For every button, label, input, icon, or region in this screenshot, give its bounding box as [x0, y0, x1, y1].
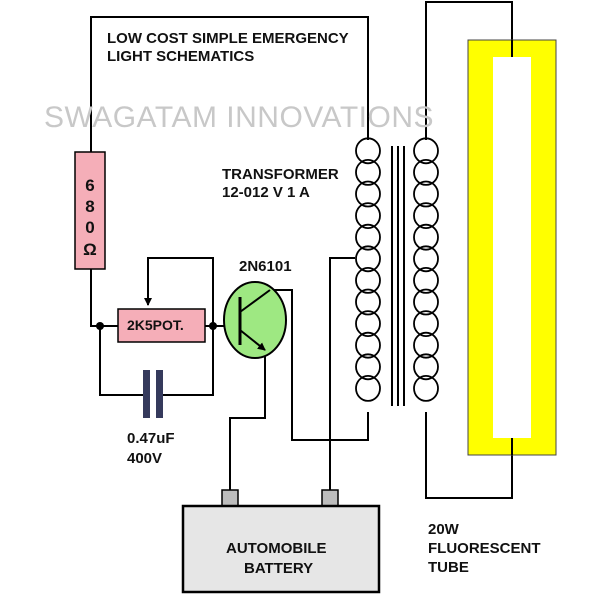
secondary-coil-loop [413, 137, 439, 165]
secondary-coil-loop [413, 180, 439, 208]
secondary-coil-loop [413, 353, 439, 381]
secondary-coil-loop [413, 310, 439, 338]
capacitor-plate-left [143, 370, 150, 418]
wire-secondary-to-tube-top [425, 1, 513, 140]
resistor-body [74, 151, 106, 270]
secondary-coil-loop [413, 331, 439, 359]
wire-pot-wiper [144, 257, 214, 326]
primary-coil-loop [355, 374, 381, 402]
primary-coil-loop [355, 331, 381, 359]
secondary-coil-loop [413, 202, 439, 230]
junction-dot-left [96, 322, 104, 330]
primary-coil-loop [355, 245, 381, 273]
junction-dot-right [209, 322, 217, 330]
secondary-coil-loop [413, 374, 439, 402]
transformer-label-line-1: TRANSFORMER [222, 166, 339, 183]
transformer-primary-coil [355, 137, 381, 402]
battery-label-line-1: AUTOMOBILE [226, 540, 327, 557]
resistor-digit-1: 6 [85, 176, 95, 195]
transistor-symbol [223, 281, 287, 359]
wire-resistor-to-transformer-top [90, 16, 369, 152]
transformer-core [391, 146, 405, 406]
primary-coil-loop [355, 137, 381, 165]
transformer-label-line-2: 12-012 V 1 A [222, 184, 310, 201]
secondary-coil-loop [413, 266, 439, 294]
primary-coil-loop [355, 288, 381, 316]
resistor-digit-3: 0 [85, 218, 95, 237]
potentiometer-label: 2K5POT. [127, 317, 184, 333]
title-line-1: LOW COST SIMPLE EMERGENCY [107, 30, 349, 47]
tube-label-line-2: FLUORESCENT [428, 540, 541, 557]
wire-tap-to-battery [329, 257, 355, 492]
battery-label-line-2: BATTERY [244, 560, 314, 577]
capacitor-plate-right [156, 370, 163, 418]
battery [181, 489, 381, 594]
tube-label-line-3: TUBE [428, 559, 469, 576]
battery-body [181, 504, 381, 594]
wires [90, 1, 513, 499]
capacitor-label-line-2: 400V [127, 450, 163, 467]
fluorescent-tube [467, 39, 557, 456]
secondary-coil-loop [413, 288, 439, 316]
wire-collector-to-tap [270, 289, 369, 441]
capacitor-label-line-1: 0.47uF [127, 430, 175, 447]
primary-coil-loop [355, 310, 381, 338]
primary-coil-loop [355, 158, 381, 186]
wire-capacitor-left [99, 326, 143, 396]
secondary-coil-loop [413, 245, 439, 273]
primary-coil-loop [355, 180, 381, 208]
transistor-label: 2N6101 [239, 258, 292, 275]
watermark-text: SWAGATAM INNOVATIONS [44, 101, 435, 134]
resistor-digit-2: 8 [85, 197, 95, 216]
primary-coil-loop [355, 202, 381, 230]
wire-resistor-to-junction [90, 269, 118, 327]
primary-coil-loop [355, 223, 381, 251]
secondary-coil-loop [413, 158, 439, 186]
wire-capacitor-right [163, 326, 214, 396]
title-line-2: LIGHT SCHEMATICS [107, 48, 255, 65]
tube-label-line-1: 20W [428, 521, 459, 538]
transformer-secondary-coil [413, 137, 439, 402]
primary-coil-loop [355, 266, 381, 294]
transformer [355, 137, 439, 406]
potentiometer-body [117, 308, 206, 343]
primary-coil-loop [355, 353, 381, 381]
resistor-unit-omega: Ω [83, 240, 97, 259]
wire-emitter-to-battery [229, 355, 266, 492]
secondary-coil-loop [413, 223, 439, 251]
wire-secondary-to-tube-bottom [425, 412, 513, 499]
